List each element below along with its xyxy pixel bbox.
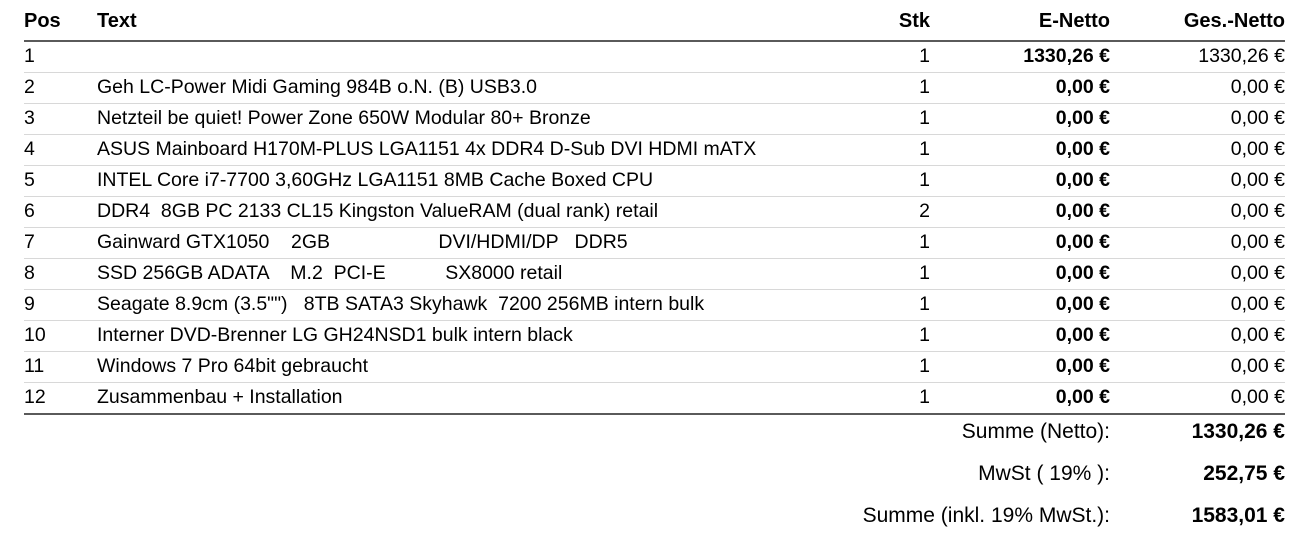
cell-pos: 8	[24, 258, 97, 290]
cell-pos: 10	[24, 320, 97, 352]
cell-stk: 1	[894, 41, 930, 73]
cell-e-netto: 0,00 €	[930, 320, 1110, 352]
cell-pos: 4	[24, 134, 97, 166]
table-header-row: Pos Text Stk E-Netto Ges.-Netto	[24, 6, 1285, 42]
cell-ges-netto: 0,00 €	[1110, 382, 1285, 415]
cell-text: Geh LC-Power Midi Gaming 984B o.N. (B) U…	[97, 72, 894, 104]
totals-label: Summe (inkl. 19% MwSt.):	[862, 504, 1110, 527]
cell-text: SSD 256GB ADATA M.2 PCI-E SX8000 retail	[97, 258, 894, 290]
cell-e-netto: 1330,26 €	[930, 41, 1110, 73]
cell-ges-netto: 0,00 €	[1110, 320, 1285, 352]
cell-pos: 1	[24, 41, 97, 73]
totals-value: 252,75 €	[1203, 462, 1285, 485]
cell-text: INTEL Core i7-7700 3,60GHz LGA1151 8MB C…	[97, 165, 894, 197]
cell-e-netto: 0,00 €	[930, 165, 1110, 197]
cell-e-netto: 0,00 €	[930, 351, 1110, 383]
cell-ges-netto: 0,00 €	[1110, 227, 1285, 259]
cell-text: Netzteil be quiet! Power Zone 650W Modul…	[97, 103, 894, 135]
cell-text: Gainward GTX1050 2GB DVI/HDMI/DP DDR5	[97, 227, 894, 259]
cell-text: Interner DVD-Brenner LG GH24NSD1 bulk in…	[97, 320, 894, 352]
cell-e-netto: 0,00 €	[930, 103, 1110, 135]
cell-stk: 1	[894, 72, 930, 104]
cell-text: Seagate 8.9cm (3.5"") 8TB SATA3 Skyhawk …	[97, 289, 894, 321]
cell-e-netto: 0,00 €	[930, 227, 1110, 259]
cell-stk: 1	[894, 165, 930, 197]
column-header-stk: Stk	[894, 6, 930, 42]
cell-pos: 3	[24, 103, 97, 135]
cell-ges-netto: 0,00 €	[1110, 196, 1285, 228]
cell-stk: 1	[894, 258, 930, 290]
totals-label: Summe (Netto):	[961, 420, 1110, 443]
totals-row: Summe (inkl. 19% MwSt.): 1583,01 €	[24, 504, 1285, 546]
totals-block: Summe (Netto): 1330,26 € MwSt ( 19% ): 252,…	[24, 420, 1285, 546]
table-header: Pos Text Stk E-Netto Ges.-Netto	[24, 6, 1285, 42]
cell-pos: 9	[24, 289, 97, 321]
cell-stk: 1	[894, 382, 930, 415]
cell-e-netto: 0,00 €	[930, 196, 1110, 228]
totals-value: 1330,26 €	[1191, 420, 1285, 443]
cell-ges-netto: 0,00 €	[1110, 134, 1285, 166]
cell-text: DDR4 8GB PC 2133 CL15 Kingston ValueRAM …	[97, 196, 894, 228]
cell-ges-netto: 0,00 €	[1110, 351, 1285, 383]
cell-e-netto: 0,00 €	[930, 72, 1110, 104]
totals-value: 1583,01 €	[1191, 504, 1285, 527]
cell-stk: 1	[894, 351, 930, 383]
cell-pos: 7	[24, 227, 97, 259]
totals-row: MwSt ( 19% ): 252,75 €	[24, 462, 1285, 504]
cell-stk: 1	[894, 103, 930, 135]
totals-label: MwSt ( 19% ):	[978, 462, 1110, 485]
cell-ges-netto: 1330,26 €	[1110, 41, 1285, 73]
cell-pos: 11	[24, 351, 97, 383]
column-header-ges-netto: Ges.-Netto	[1110, 6, 1285, 42]
cell-e-netto: 0,00 €	[930, 258, 1110, 290]
cell-stk: 2	[894, 196, 930, 228]
cell-ges-netto: 0,00 €	[1110, 165, 1285, 197]
cell-text: ASUS Mainboard H170M-PLUS LGA1151 4x DDR…	[97, 134, 894, 166]
column-header-pos: Pos	[24, 6, 97, 42]
column-header-text: Text	[97, 6, 894, 42]
cell-stk: 1	[894, 227, 930, 259]
cell-text	[97, 41, 894, 73]
cell-ges-netto: 0,00 €	[1110, 72, 1285, 104]
column-header-e-netto: E-Netto	[930, 6, 1110, 42]
cell-pos: 5	[24, 165, 97, 197]
cell-text: Windows 7 Pro 64bit gebraucht	[97, 351, 894, 383]
cell-ges-netto: 0,00 €	[1110, 258, 1285, 290]
cell-stk: 1	[894, 134, 930, 166]
cell-ges-netto: 0,00 €	[1110, 289, 1285, 321]
cell-pos: 12	[24, 382, 97, 415]
totals-row: Summe (Netto): 1330,26 €	[24, 420, 1285, 462]
cell-pos: 2	[24, 72, 97, 104]
cell-e-netto: 0,00 €	[930, 134, 1110, 166]
cell-stk: 1	[894, 320, 930, 352]
cell-e-netto: 0,00 €	[930, 382, 1110, 415]
cell-ges-netto: 0,00 €	[1110, 103, 1285, 135]
cell-text: Zusammenbau + Installation	[97, 382, 894, 415]
cell-pos: 6	[24, 196, 97, 228]
cell-stk: 1	[894, 289, 930, 321]
cell-e-netto: 0,00 €	[930, 289, 1110, 321]
